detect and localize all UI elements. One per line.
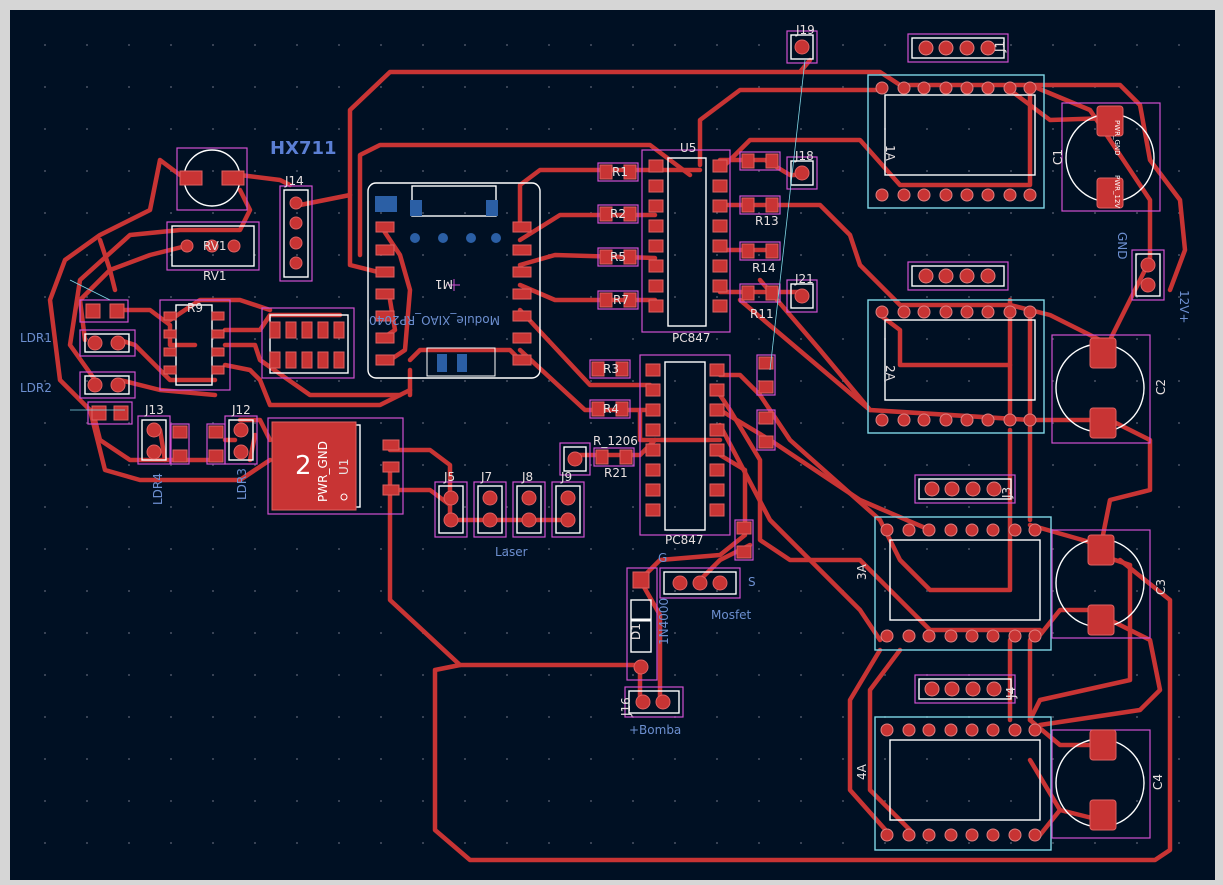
capacitor-c4 xyxy=(1051,729,1151,839)
capacitor-c3 xyxy=(1051,529,1151,639)
label-pin2: 2 xyxy=(295,451,312,481)
label-rv1-ref: RV1 xyxy=(203,269,227,283)
resistors-right xyxy=(734,151,781,561)
hx711-chip xyxy=(261,307,355,379)
optocoupler-u5 xyxy=(641,149,731,333)
label-mosfet: Mosfet xyxy=(711,608,752,622)
label-pc847-a: PC847 xyxy=(672,331,711,345)
label-j1: J1 xyxy=(993,41,1007,53)
label-c4: C4 xyxy=(1151,774,1165,790)
resistors-u5 xyxy=(589,162,639,467)
diode-d1 xyxy=(626,567,658,681)
label-j5: J5 xyxy=(443,470,455,484)
label-4a: 4A xyxy=(855,763,869,780)
label-c1-pwr-12v: PWR_12V xyxy=(1113,175,1121,208)
label-pwr-gnd-u1: PWR_GND xyxy=(316,441,330,502)
regulator-u1 xyxy=(267,417,404,515)
label-j18: J18 xyxy=(794,149,814,163)
header-pads xyxy=(918,40,1002,697)
header-j3 xyxy=(914,474,1016,504)
labels: HX711 J14 J19 J1 J3 J4 C1 C2 C3 C4 GND 1… xyxy=(20,23,1191,790)
potentiometer-rv1 xyxy=(166,221,260,271)
label-r14: R14 xyxy=(752,261,776,275)
label-ldr4: LDR4 xyxy=(151,473,165,505)
label-c1: C1 xyxy=(1051,149,1065,165)
connector-12v xyxy=(1131,249,1165,301)
mosfet-connector xyxy=(659,567,741,599)
xiao-module xyxy=(367,182,541,379)
label-12v: 12V+ xyxy=(1177,290,1191,324)
pcb-layout: HX711 J14 J19 J1 J3 J4 C1 C2 C3 C4 GND 1… xyxy=(20,23,1191,863)
label-j4: J4 xyxy=(1004,687,1018,699)
label-1a: 1A xyxy=(883,145,897,162)
label-module: Module_XIAO_RP2040 xyxy=(369,313,500,327)
capacitor-c2 xyxy=(1051,334,1151,444)
label-r7: R7 xyxy=(613,293,629,307)
label-j7: J7 xyxy=(480,470,492,484)
module-outline-3 xyxy=(874,516,1052,651)
header-j14 xyxy=(279,185,313,282)
label-rv1: RV1 xyxy=(203,239,227,253)
hx711-title: HX711 xyxy=(270,138,337,159)
label-j8: J8 xyxy=(521,470,533,484)
label-j12: J12 xyxy=(231,403,251,417)
label-s: S xyxy=(748,575,756,589)
module-outline-2 xyxy=(867,299,1045,434)
opamp-u3 xyxy=(159,299,231,391)
label-r5: R5 xyxy=(610,250,626,264)
module-outline-1 xyxy=(867,74,1045,209)
label-ldr2: LDR2 xyxy=(20,381,52,395)
ratsnest-line xyxy=(769,59,806,371)
label-u3: R9 xyxy=(187,301,203,315)
label-r1206: R_1206 xyxy=(593,434,638,448)
label-ldr3: LDR3 xyxy=(235,468,249,500)
label-bomba: +Bomba xyxy=(629,723,681,737)
label-c2: C2 xyxy=(1154,379,1168,395)
label-c1-pwr-gnd: PWR_GND xyxy=(1113,120,1121,156)
header-j1 xyxy=(907,33,1009,63)
single-pins xyxy=(559,30,818,476)
label-j13: J13 xyxy=(144,403,164,417)
label-u1: U1 xyxy=(337,459,351,475)
module-pad-rows xyxy=(875,81,1042,842)
label-r1: R1 xyxy=(612,165,628,179)
label-m1: M1 xyxy=(435,277,453,291)
label-u5: U5 xyxy=(680,141,696,155)
label-2a: 2A xyxy=(883,365,897,382)
label-r2: R2 xyxy=(610,207,626,221)
label-d1: D1 xyxy=(629,623,643,640)
header-j2 xyxy=(907,261,1009,291)
label-j14: J14 xyxy=(284,174,304,188)
optocoupler-u6 xyxy=(639,354,731,536)
label-r3: R3 xyxy=(603,362,619,376)
label-r13: R13 xyxy=(755,214,779,228)
label-j21: J21 xyxy=(794,272,814,286)
laser-connectors xyxy=(434,481,585,538)
capacitor-c1 xyxy=(1061,102,1161,212)
label-j3: J3 xyxy=(1000,487,1014,499)
pcb-board: HX711 J14 J19 J1 J3 J4 C1 C2 C3 C4 GND 1… xyxy=(10,10,1215,880)
label-r21: R21 xyxy=(604,466,628,480)
label-3a: 3A xyxy=(855,563,869,580)
label-pc847-b: PC847 xyxy=(665,533,704,547)
pump-connector xyxy=(624,686,684,718)
label-r11: R11 xyxy=(750,307,774,321)
label-c3: C3 xyxy=(1154,579,1168,595)
label-d4000: 1N4000 xyxy=(657,598,671,645)
ldr-area xyxy=(69,279,258,465)
capacitor-top-left xyxy=(176,147,248,211)
header-j4 xyxy=(914,674,1016,704)
label-j19: J19 xyxy=(795,23,815,37)
label-gnd: GND xyxy=(1115,232,1129,260)
label-g: G xyxy=(658,551,667,565)
label-j9: J9 xyxy=(560,470,572,484)
label-ldr1: LDR1 xyxy=(20,331,52,345)
label-r4: R4 xyxy=(603,402,619,416)
module-outline-4 xyxy=(874,716,1052,851)
label-laser: Laser xyxy=(495,545,528,559)
label-j16: J16 xyxy=(619,697,633,717)
